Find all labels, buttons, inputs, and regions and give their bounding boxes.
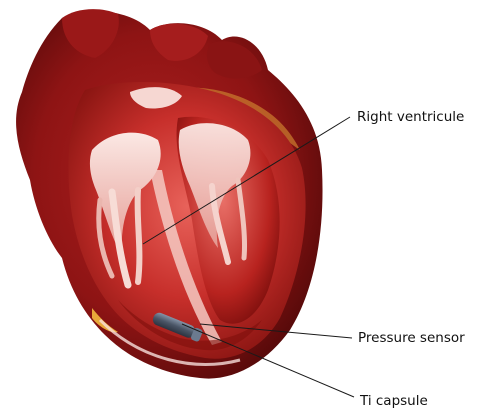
label-right-ventricule: Right ventricule [357, 109, 464, 125]
label-ti-capsule: Ti capsule [359, 393, 428, 409]
label-pressure-sensor: Pressure sensor [358, 330, 465, 346]
chorda-2 [138, 190, 140, 282]
